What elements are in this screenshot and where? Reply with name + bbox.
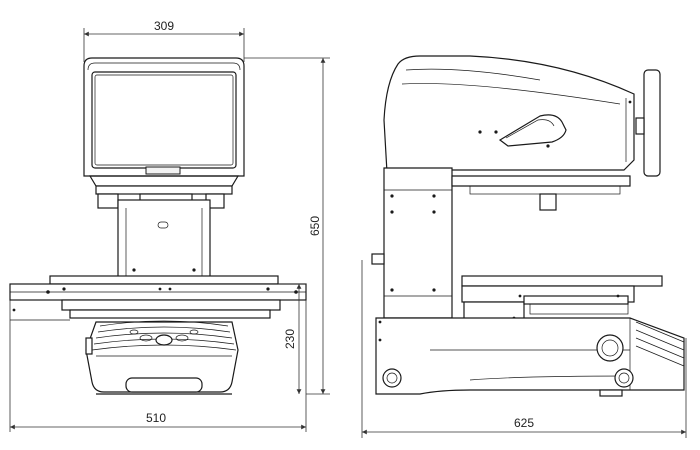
dimension-label-230: 230 <box>283 329 297 349</box>
dimension-depth-side: 625 <box>361 260 687 438</box>
dimension-label-309: 309 <box>154 19 174 33</box>
dimension-height-base: 230 <box>278 283 306 395</box>
front-column <box>95 185 233 279</box>
side-view <box>371 55 685 397</box>
front-monitor <box>83 57 245 187</box>
front-view <box>9 57 307 395</box>
side-monitor <box>635 69 661 177</box>
dimension-height-overall: 650 <box>244 57 330 395</box>
side-column <box>371 167 631 319</box>
front-base <box>85 320 239 395</box>
dimension-label-510: 510 <box>146 411 166 425</box>
dimension-label-625: 625 <box>514 416 534 430</box>
dimension-width-top: 309 <box>83 19 245 62</box>
side-head <box>383 55 635 191</box>
side-base <box>375 317 685 397</box>
dimension-label-650: 650 <box>308 216 322 236</box>
front-stage <box>9 275 307 321</box>
dimension-width-bottom: 510 <box>9 300 307 432</box>
